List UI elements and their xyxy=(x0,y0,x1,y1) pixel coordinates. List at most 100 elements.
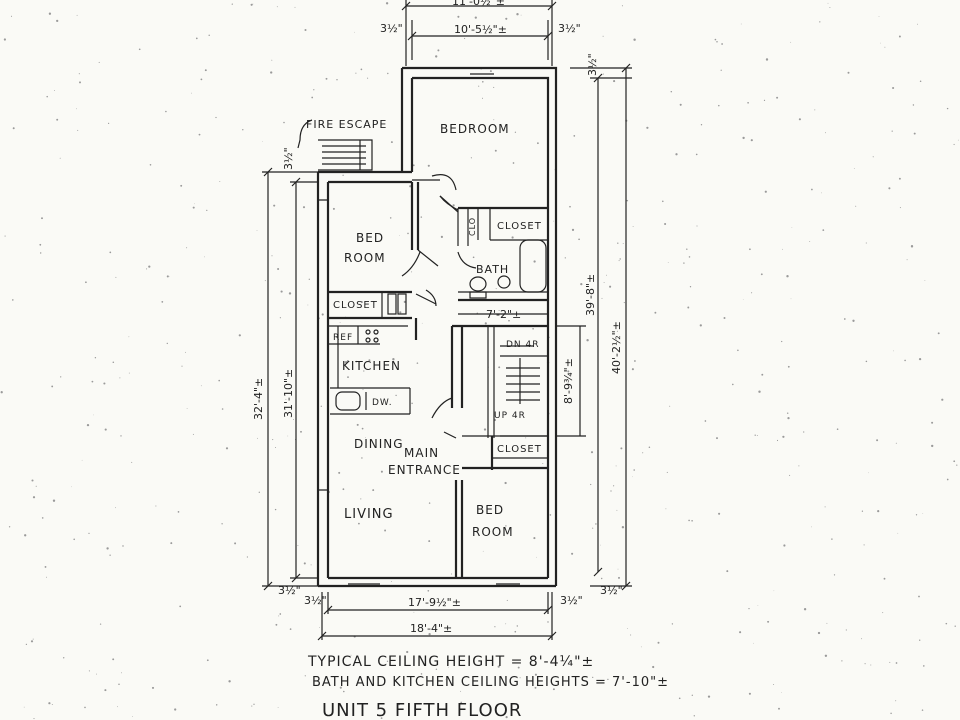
paper-speck xyxy=(96,673,98,675)
label-bed-room-left-2: ROOM xyxy=(344,251,386,265)
paper-speck xyxy=(311,96,314,99)
paper-speck xyxy=(293,419,294,421)
paper-speck xyxy=(59,157,61,159)
paper-speck xyxy=(616,509,618,511)
paper-speck xyxy=(831,538,833,540)
paper-speck xyxy=(132,716,133,717)
paper-speck xyxy=(12,299,14,301)
paper-speck xyxy=(33,718,35,720)
interior-walls xyxy=(318,67,549,585)
paper-speck xyxy=(626,199,629,202)
paper-speck xyxy=(447,666,449,668)
paper-speck xyxy=(742,299,744,300)
paper-speck xyxy=(821,192,822,194)
paper-speck xyxy=(632,476,633,478)
paper-speck xyxy=(897,532,899,534)
paper-speck xyxy=(23,706,25,708)
paper-speck xyxy=(204,69,207,72)
dim-bottom-left-inner: 3½" xyxy=(304,594,327,607)
paper-speck xyxy=(895,700,897,702)
paper-speck xyxy=(571,552,574,555)
paper-speck xyxy=(893,350,894,352)
paper-speck xyxy=(81,459,83,461)
paper-speck xyxy=(918,357,922,361)
paper-speck xyxy=(484,32,487,35)
paper-speck xyxy=(627,627,629,629)
paper-speck xyxy=(474,16,477,19)
paper-speck xyxy=(505,623,507,625)
paper-speck xyxy=(195,37,198,40)
paper-speck xyxy=(864,663,866,665)
paper-speck xyxy=(336,79,338,81)
paper-speck xyxy=(242,129,244,131)
paper-speck xyxy=(206,209,208,212)
paper-speck xyxy=(899,207,901,209)
paper-speck xyxy=(748,692,751,695)
paper-speck xyxy=(497,665,500,668)
paper-speck xyxy=(718,512,721,515)
paper-speck xyxy=(533,260,536,263)
paper-speck xyxy=(104,428,107,431)
paper-speck xyxy=(773,684,775,685)
paper-speck xyxy=(138,48,141,51)
paper-speck xyxy=(107,122,110,125)
dim-left-inner: 31'-10"± xyxy=(282,369,295,418)
paper-speck xyxy=(852,319,855,322)
paper-speck xyxy=(78,73,80,75)
label-ref: REF xyxy=(333,333,353,343)
paper-speck xyxy=(88,532,90,535)
paper-speck xyxy=(621,5,623,7)
paper-speck xyxy=(191,92,192,94)
paper-speck xyxy=(56,118,59,121)
label-living: LIVING xyxy=(344,507,394,522)
paper-speck xyxy=(356,423,359,426)
paper-speck xyxy=(440,235,443,238)
paper-speck xyxy=(177,511,180,513)
paper-speck xyxy=(870,664,872,666)
label-bed-room-right-2: ROOM xyxy=(472,525,514,539)
paper-speck xyxy=(387,72,389,75)
paper-speck xyxy=(776,439,779,442)
paper-speck xyxy=(420,216,423,218)
paper-speck xyxy=(117,706,118,708)
paper-speck xyxy=(891,130,893,132)
paper-speck xyxy=(872,156,874,158)
paper-speck xyxy=(46,576,47,578)
paper-speck xyxy=(748,607,750,610)
paper-speck xyxy=(109,554,111,556)
paper-speck xyxy=(279,317,281,319)
paper-speck xyxy=(912,104,915,106)
paper-speck xyxy=(198,133,201,136)
paper-speck xyxy=(534,673,537,676)
paper-speck xyxy=(498,366,501,369)
paper-speck xyxy=(332,207,335,210)
label-clo: CLO xyxy=(468,217,477,236)
paper-speck xyxy=(35,485,37,487)
paper-speck xyxy=(913,132,916,135)
dim-left-outer: 32'-4"± xyxy=(252,378,265,420)
label-main-1: MAIN xyxy=(404,446,439,460)
paper-speck xyxy=(654,311,657,314)
paper-speck xyxy=(392,358,395,361)
paper-speck xyxy=(569,205,571,208)
paper-speck xyxy=(40,252,42,254)
paper-speck xyxy=(617,576,621,579)
paper-speck xyxy=(79,81,81,84)
note-bath-kitchen-height: BATH AND KITCHEN CEILING HEIGHTS = 7'-10… xyxy=(312,675,669,690)
paper-speck xyxy=(783,544,786,547)
paper-speck xyxy=(275,447,276,448)
paper-speck xyxy=(640,646,642,648)
paper-speck xyxy=(221,408,224,410)
paper-speck xyxy=(238,334,241,337)
paper-speck xyxy=(215,704,218,706)
paper-speck xyxy=(811,526,812,528)
paper-speck xyxy=(853,168,855,169)
paper-speck xyxy=(508,319,510,322)
paper-speck xyxy=(360,68,363,71)
paper-speck xyxy=(307,304,309,306)
paper-speck xyxy=(633,469,635,471)
paper-speck xyxy=(954,625,956,627)
paper-speck xyxy=(273,204,276,207)
paper-speck xyxy=(151,686,155,689)
